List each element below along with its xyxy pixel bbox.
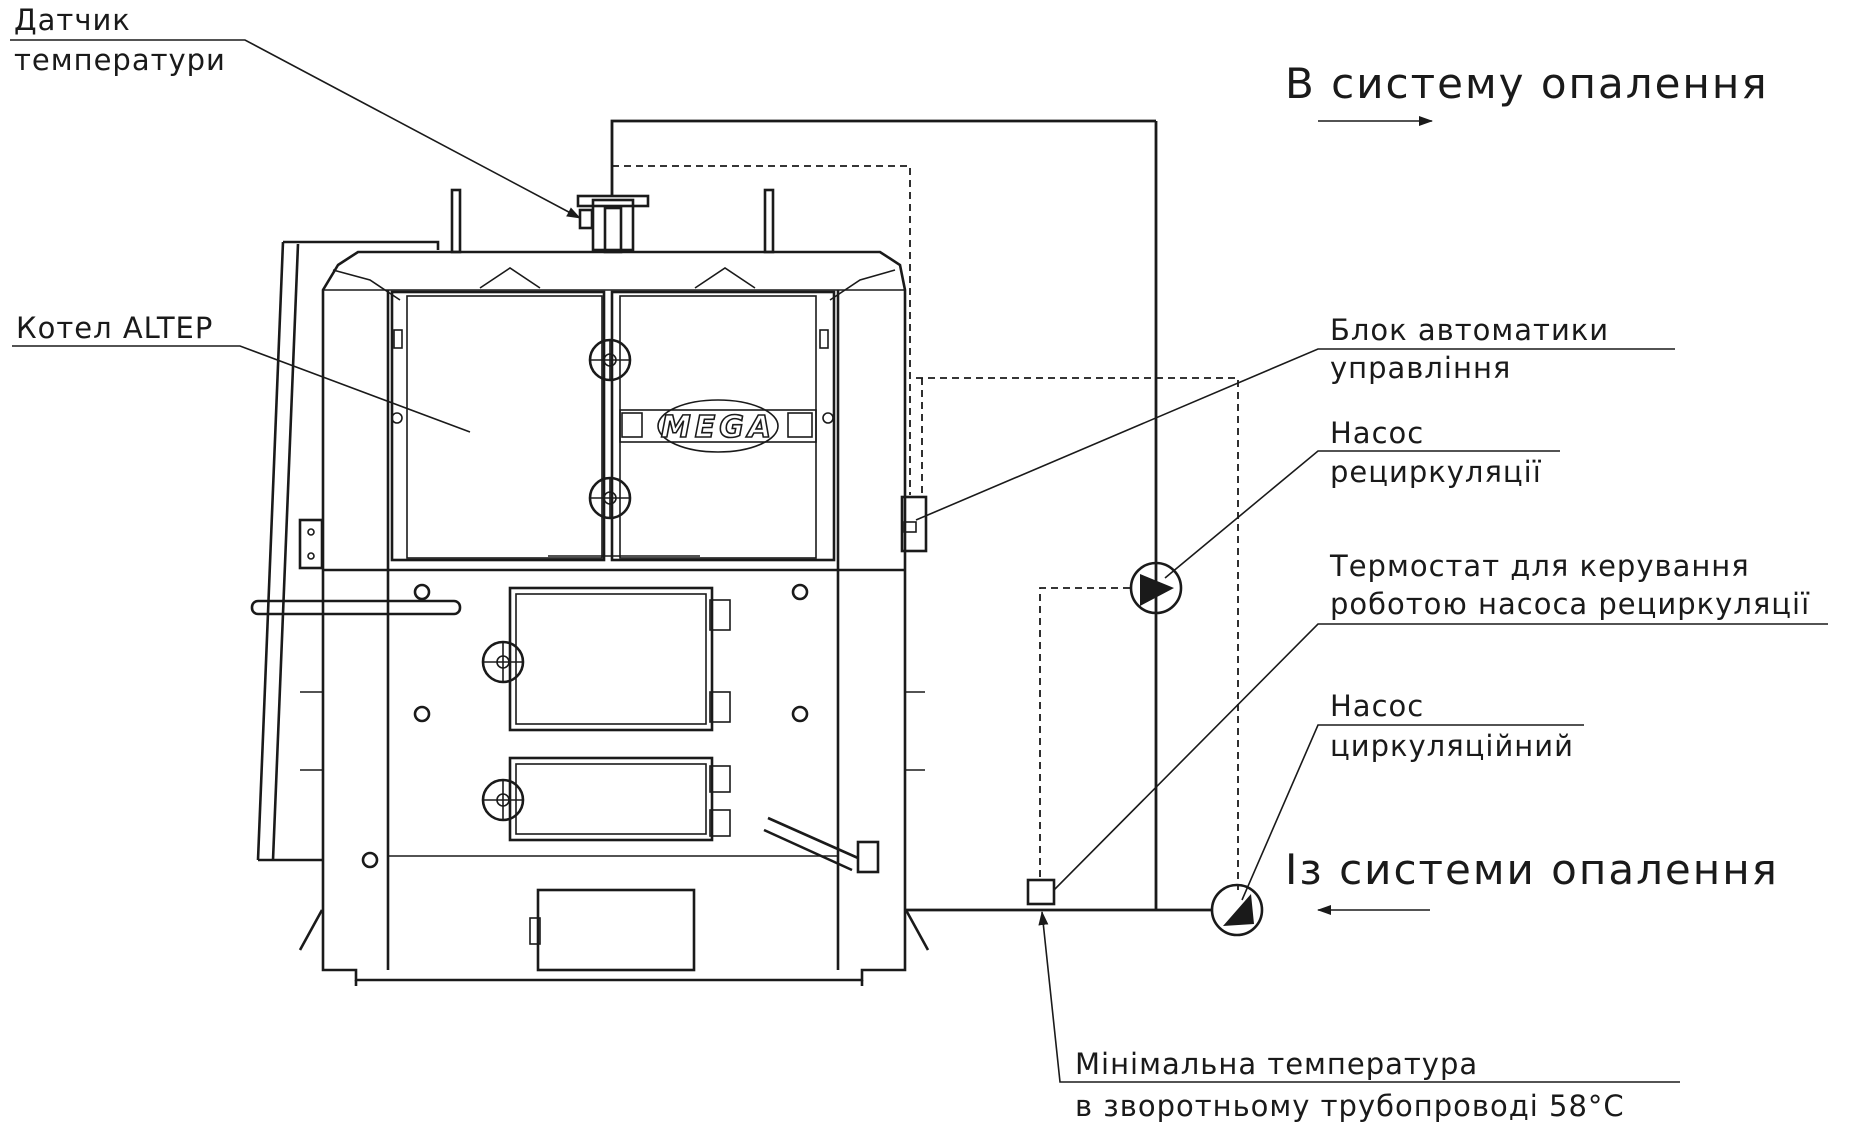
label-circ-pump-line2: циркуляційний: [1330, 729, 1574, 763]
handle-wheel-icon: [588, 338, 632, 382]
supply-pipe: [610, 119, 1158, 910]
temperature-sensor: [578, 208, 594, 230]
label-min-temp-line2: в зворотньому трубопроводі 58°С: [1075, 1089, 1625, 1123]
thermostat-box: [1026, 878, 1056, 906]
recirculation-pump-icon: [1129, 561, 1183, 615]
boiler-altep: MEGA: [250, 188, 930, 986]
label-outlet: В систему опалення: [1285, 59, 1769, 108]
boiler-top-fittings: [450, 188, 775, 254]
control-unit-box: [900, 495, 928, 553]
boiler-upper-doors: [390, 290, 836, 562]
boiler-body: [321, 250, 907, 982]
label-thermostat-line2: роботою насоса рециркуляції: [1330, 587, 1810, 621]
label-circ-pump-line1: Насос: [1330, 689, 1424, 723]
boiler-lower-section: [250, 583, 930, 986]
boiler-logo: MEGA: [657, 399, 779, 453]
boiler-left-bracket: [298, 518, 324, 570]
label-recirc-pump-line2: рециркуляції: [1330, 455, 1542, 489]
label-inlet: Із системи опалення: [1285, 845, 1779, 894]
label-recirc-pump-line1: Насос: [1330, 416, 1424, 450]
label-sensor-line2: температури: [14, 43, 226, 77]
label-thermostat-line1: Термостат для керування: [1329, 549, 1750, 583]
label-sensor-line1: Датчик: [14, 3, 131, 37]
label-boiler: Котел ALTEP: [16, 311, 213, 345]
label-control-line1: Блок автоматики: [1330, 313, 1609, 347]
leader-lines: [10, 39, 1828, 1083]
control-wiring: [612, 165, 1239, 890]
handle-wheel-icon: [481, 640, 525, 684]
handle-wheel-icon: [481, 778, 525, 822]
boiler-logo-text: MEGA: [661, 410, 775, 445]
boiler-side-panel: [256, 240, 440, 862]
circulation-pump-icon: [1210, 883, 1264, 937]
handle-wheel-icon: [588, 476, 632, 520]
label-min-temp-line1: Мінімальна температура: [1075, 1047, 1478, 1081]
label-control-line2: управління: [1330, 351, 1511, 385]
labels: Датчик температури Котел ALTEP В систему…: [14, 3, 1810, 1123]
